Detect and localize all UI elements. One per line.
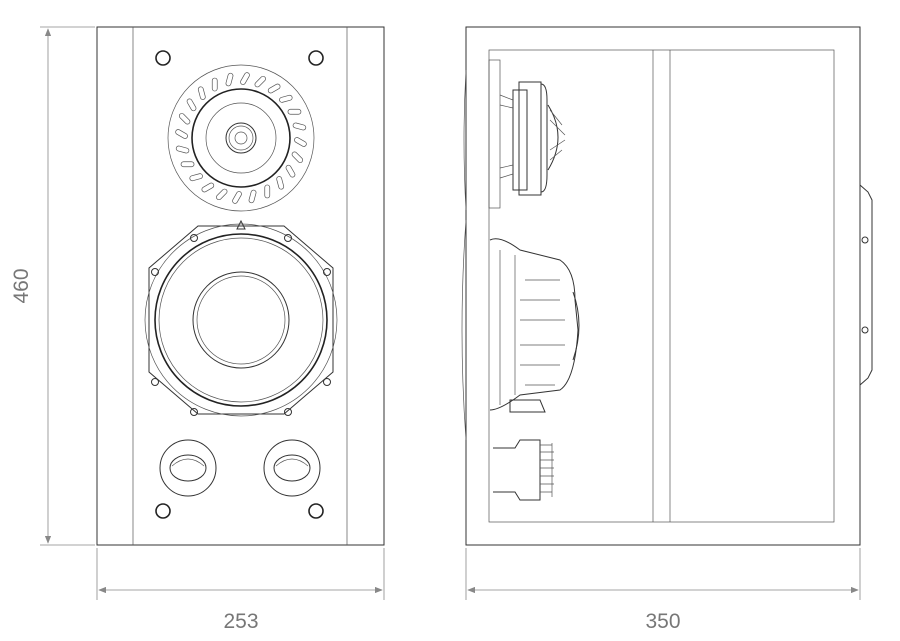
tweeter-slot: [294, 137, 307, 147]
woofer: [144, 219, 338, 417]
tweeter-slot: [287, 108, 302, 115]
depth-dimension: 350: [465, 548, 861, 633]
tweeter-slot: [180, 161, 195, 168]
tweeter-side: [488, 59, 566, 209]
side-view: [461, 26, 873, 546]
tweeter-slot: [292, 122, 307, 131]
tweeter-slot: [186, 98, 197, 112]
tweeter-slot: [201, 182, 215, 193]
woofer-side: [489, 238, 580, 413]
tweeter-slot: [240, 72, 250, 85]
tweeter-slot: [264, 184, 271, 199]
tweeter-slot: [254, 75, 266, 88]
depth-label: 350: [645, 610, 680, 633]
tweeter-slot: [291, 151, 304, 163]
tweeter-slot: [285, 164, 296, 178]
tweeter-slot: [248, 189, 257, 204]
tweeter-slot: [267, 83, 281, 94]
tweeter-slot: [175, 145, 190, 154]
height-label: 460: [10, 268, 33, 303]
port-side: [493, 439, 554, 501]
bass-ports: [159, 439, 321, 497]
width-label: 253: [223, 610, 258, 633]
screw-icons: [155, 50, 324, 519]
tweeter-slot: [276, 176, 285, 190]
tweeter-slot: [216, 188, 228, 201]
tweeter-slot: [197, 86, 206, 100]
tweeter: [167, 64, 315, 212]
terminal-plate: [859, 184, 873, 386]
tweeter-slot: [232, 191, 242, 204]
tweeter-slot: [175, 129, 188, 139]
front-view: [96, 26, 385, 546]
logo-icon: [236, 219, 246, 230]
tweeter-slot: [178, 113, 191, 125]
tweeter-slot: [225, 72, 234, 87]
width-dimension: 253: [96, 548, 385, 633]
tweeter-slot: [279, 94, 293, 103]
tweeter-slot: [211, 77, 218, 92]
tweeter-slot: [189, 173, 203, 182]
height-dimension: 460: [10, 26, 95, 546]
